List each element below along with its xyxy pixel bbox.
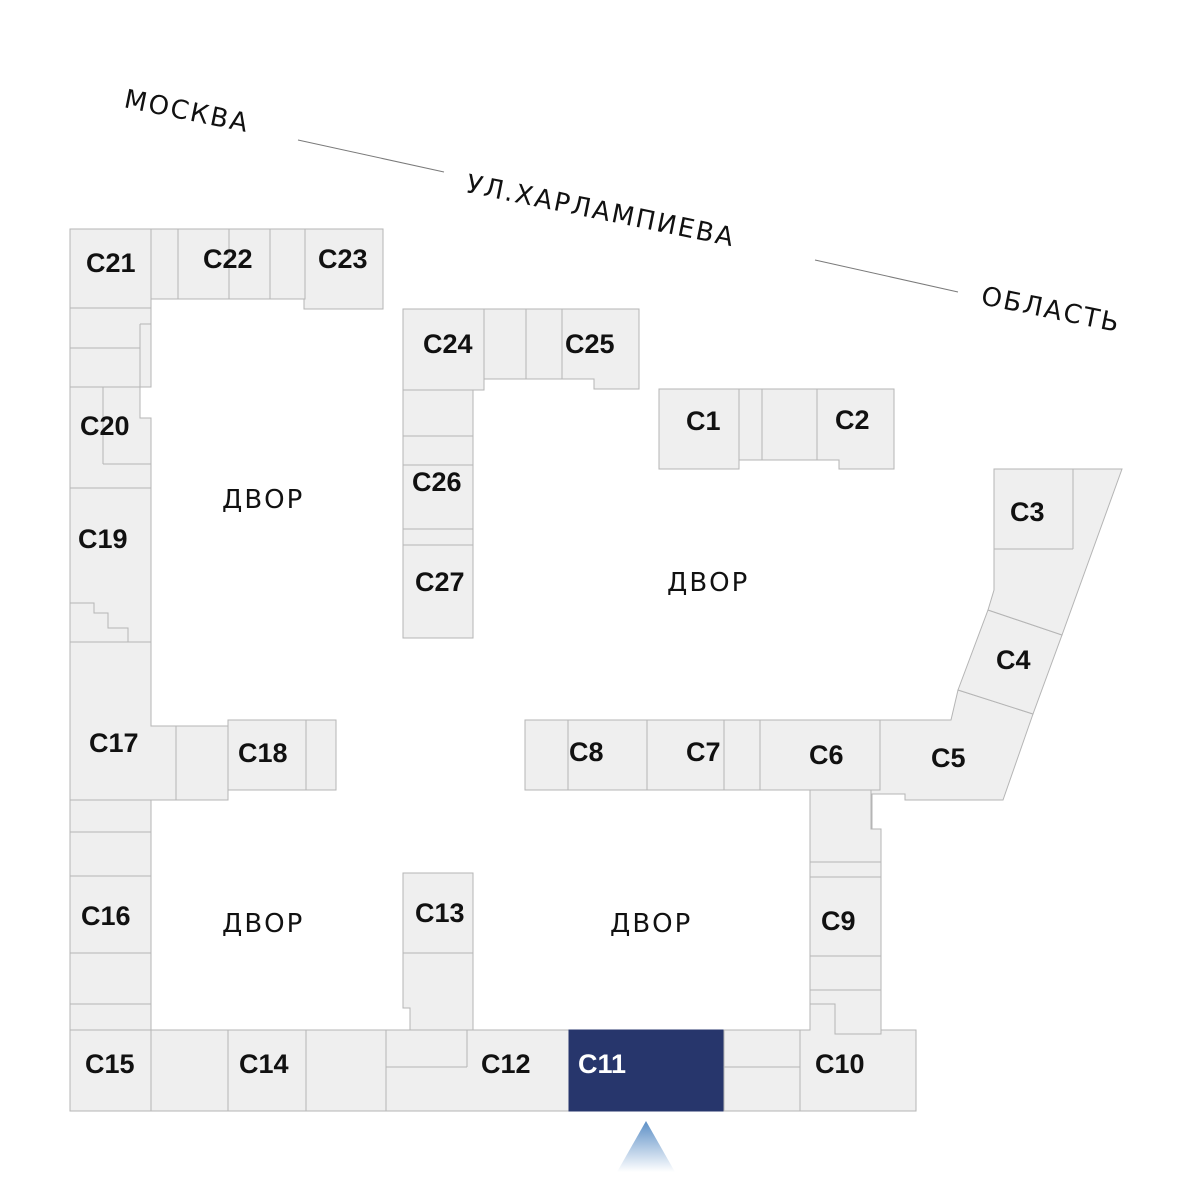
svg-text:С4: С4 <box>996 645 1031 675</box>
yard-label-center: ДВОР <box>667 568 749 598</box>
street-label-moskva: МОСКВА <box>122 84 253 139</box>
svg-text:С23: С23 <box>318 244 368 274</box>
section-c19[interactable]: С19 <box>69 487 152 643</box>
svg-text:С25: С25 <box>565 329 615 359</box>
section-c15[interactable]: С15 <box>69 1029 152 1112</box>
svg-text:С3: С3 <box>1010 497 1045 527</box>
svg-text:С10: С10 <box>815 1049 865 1079</box>
section-c12[interactable]: С12 <box>385 1029 570 1112</box>
section-c22[interactable]: С22 <box>150 228 306 300</box>
svg-text:С21: С21 <box>86 248 136 278</box>
section-c26[interactable]: С26 <box>402 389 474 530</box>
svg-text:С7: С7 <box>686 737 721 767</box>
svg-text:С16: С16 <box>81 901 131 931</box>
svg-text:С22: С22 <box>203 244 253 274</box>
svg-text:С20: С20 <box>80 411 130 441</box>
svg-text:С5: С5 <box>931 743 966 773</box>
svg-text:С9: С9 <box>821 906 856 936</box>
street-name: МОСКВА УЛ.ХАРЛАМПИЕВА ОБЛАСТЬ <box>122 84 1124 339</box>
section-c27[interactable]: С27 <box>402 528 474 639</box>
svg-text:С24: С24 <box>423 329 473 359</box>
section-c21[interactable]: С21 <box>69 228 152 309</box>
svg-text:С1: С1 <box>686 406 721 436</box>
svg-text:С17: С17 <box>89 728 139 758</box>
section-c17[interactable]: С17 <box>69 641 177 801</box>
svg-text:С27: С27 <box>415 567 465 597</box>
svg-text:С15: С15 <box>85 1049 135 1079</box>
section-c18[interactable]: С18 <box>175 719 337 801</box>
section-c5[interactable]: С5 <box>870 689 1034 830</box>
section-c20[interactable]: С20 <box>69 307 152 489</box>
section-c8[interactable]: С8 <box>524 719 648 791</box>
section-c13[interactable]: С13 <box>402 872 474 1031</box>
section-c10[interactable]: С10 <box>723 1003 917 1112</box>
section-c11[interactable]: С11 <box>568 1029 725 1112</box>
svg-text:С8: С8 <box>569 737 604 767</box>
svg-text:С18: С18 <box>238 738 288 768</box>
section-c3[interactable]: С3 <box>987 468 1123 636</box>
road-line <box>297 139 445 173</box>
section-c23[interactable]: С23 <box>303 228 384 310</box>
section-c24[interactable]: С24 <box>402 308 527 391</box>
section-c1[interactable]: С1 <box>658 388 763 470</box>
street-label-kharlampieva: УЛ.ХАРЛАМПИЕВА <box>464 169 738 253</box>
section-c14[interactable]: С14 <box>150 1029 387 1112</box>
road-line <box>814 259 959 293</box>
section-c7[interactable]: С7 <box>646 719 761 791</box>
svg-text:С26: С26 <box>412 467 462 497</box>
svg-text:С14: С14 <box>239 1049 289 1079</box>
svg-text:С19: С19 <box>78 524 128 554</box>
yard-label-top-left: ДВОР <box>222 485 304 515</box>
svg-text:С2: С2 <box>835 405 870 435</box>
yard-label-bottom-center: ДВОР <box>610 909 692 939</box>
section-c9[interactable]: С9 <box>809 789 882 1035</box>
section-c6[interactable]: С6 <box>759 719 881 791</box>
section-c25[interactable]: С25 <box>525 308 640 390</box>
street-label-oblast: ОБЛАСТЬ <box>979 281 1124 339</box>
selected-section-marker-icon <box>617 1121 675 1172</box>
yard-label-bottom-left: ДВОР <box>222 909 304 939</box>
svg-text:С13: С13 <box>415 898 465 928</box>
section-c2[interactable]: С2 <box>761 388 895 470</box>
svg-text:С11: С11 <box>578 1049 626 1079</box>
svg-text:С12: С12 <box>481 1049 531 1079</box>
svg-text:С6: С6 <box>809 740 844 770</box>
section-c16[interactable]: С16 <box>69 799 152 1031</box>
